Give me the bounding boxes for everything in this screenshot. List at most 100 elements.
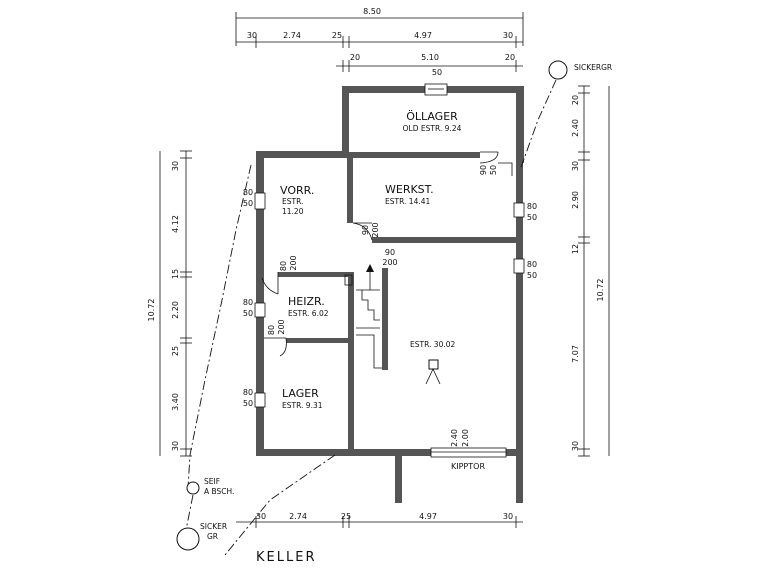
dim-top-row2-2: 5.10	[421, 53, 439, 62]
drainage	[176, 60, 568, 556]
door-werkst-width: 90	[361, 225, 370, 235]
room-werkst-sub: ESTR. 14.41	[385, 197, 430, 206]
seif-symbol	[186, 481, 200, 495]
room-vorr-sub2: 11.20	[282, 207, 304, 216]
opening-labels: 80 50 80 50 80 50 80 50 80 50 90 50 90 2…	[243, 165, 537, 471]
room-vorr-sub1: ESTR.	[282, 197, 303, 206]
room-main-sub: ESTR. 30.02	[410, 340, 455, 349]
window-b-height: 50	[243, 309, 253, 318]
dim-right-5: 12	[571, 244, 580, 254]
door-werkst-side-height: 200	[382, 258, 397, 267]
plan-title: KELLER	[256, 550, 316, 565]
dim-top-row1-1: 30	[247, 31, 257, 40]
dim-left-total: 10.72	[147, 299, 156, 322]
dim-right-7: 30	[571, 441, 580, 451]
door-heizr-top-width: 80	[279, 261, 288, 271]
dim-left-4: 2.20	[171, 301, 180, 319]
wall-bottom-right	[505, 449, 523, 456]
dim-bottom-1: 30	[256, 512, 266, 521]
dim-right-4: 2.90	[571, 191, 580, 209]
doors	[261, 151, 513, 357]
floor-drain-symbol	[428, 359, 439, 370]
door-werkst-height: 200	[371, 222, 380, 237]
dim-top-row1-4: 4.97	[414, 31, 432, 40]
wall-werkst-bottom	[372, 237, 523, 243]
dim-vent: 50	[432, 68, 442, 77]
dimension-texts: 8.50 30 2.74 25 4.97 30 20 5.10 20 50 30…	[147, 7, 605, 521]
window-d-height: 50	[527, 213, 537, 222]
dim-left-6: 3.40	[171, 393, 180, 411]
wall-oellager-top	[342, 86, 428, 93]
dim-right-1: 20	[571, 95, 580, 105]
door-heizr-side-width: 80	[267, 325, 276, 335]
room-heizr-name: HEIZR.	[288, 295, 325, 308]
door-werkst-swing	[352, 222, 373, 241]
dimension-lines	[159, 12, 610, 528]
dim-left-2: 4.12	[171, 215, 180, 233]
dim-right-2: 2.40	[571, 119, 580, 137]
drain-labels: SICKERGR SEIF A BSCH. SICKER GR	[200, 63, 612, 541]
window-b-width: 80	[243, 298, 253, 307]
sickergr-top-symbol	[548, 60, 568, 80]
dim-top-row1-2: 2.74	[283, 31, 301, 40]
door-heizr-side-height: 200	[277, 319, 286, 334]
room-lager-name: LAGER	[282, 387, 319, 400]
chimney	[344, 274, 353, 286]
window-c-height: 50	[243, 399, 253, 408]
gate-height: 2.00	[461, 429, 470, 447]
wall-oellager-right	[516, 86, 524, 163]
room-heizr-sub: ESTR. 6.02	[288, 309, 329, 318]
window-e-height: 50	[527, 271, 537, 280]
dim-bottom-5: 30	[503, 512, 513, 521]
dim-left-5: 25	[171, 346, 180, 356]
dim-top-total: 8.50	[363, 7, 381, 16]
dim-bottom-2: 2.74	[289, 512, 307, 521]
wall-oellager-left	[342, 86, 349, 158]
wall-stair	[382, 268, 388, 370]
door-vorr-swing	[498, 162, 513, 176]
room-lager-sub: ESTR. 9.31	[282, 401, 323, 410]
room-oellager-name: ÖLLAGER	[406, 110, 458, 123]
window-a-width: 80	[243, 188, 253, 197]
gate-width: 2.40	[450, 429, 459, 447]
dim-bottom-4: 4.97	[419, 512, 437, 521]
door-oellager-height: 50	[489, 165, 498, 175]
dim-right-total: 10.72	[596, 279, 605, 302]
dim-top-row2-1: 20	[350, 53, 360, 62]
dim-left-3: 15	[171, 269, 180, 279]
door-oellager-swing	[479, 151, 499, 164]
sicker-label: SICKER	[200, 522, 227, 531]
room-labels: ÖLLAGER OLD ESTR. 9.24 VORR. ESTR. 11.20…	[280, 110, 462, 410]
dim-right-6: 7.07	[571, 345, 580, 363]
sicker-gr-symbol	[176, 527, 200, 551]
sickergr-label: SICKERGR	[574, 63, 612, 72]
dim-left-7: 30	[171, 441, 180, 451]
dim-bottom-3: 25	[341, 512, 351, 521]
wall-heizr-top	[278, 272, 354, 277]
dim-left-1: 30	[171, 161, 180, 171]
windows	[254, 83, 525, 458]
wall-heizr-right	[348, 272, 354, 452]
wall-outer-top-left	[256, 151, 349, 158]
sicker-label-2: GR	[207, 532, 218, 541]
window-d-width: 80	[527, 202, 537, 211]
wall-stub-left	[395, 449, 402, 503]
dim-top-row1-5: 30	[503, 31, 513, 40]
wall-oellager-bottom	[342, 152, 480, 158]
seif-label-2: A BSCH.	[204, 487, 234, 496]
dim-right-3: 30	[571, 161, 580, 171]
dim-top-row1-3: 25	[332, 31, 342, 40]
wall-outer-bottom	[256, 449, 432, 456]
wall-heizr-bottom	[286, 338, 354, 343]
dim-top-row2-3: 20	[505, 53, 515, 62]
room-oellager-sub: OLD ESTR. 9.24	[403, 124, 462, 133]
room-vorr-name: VORR.	[280, 184, 314, 197]
wall-werkst-left	[347, 155, 353, 223]
door-oellager-width: 90	[479, 165, 488, 175]
door-heizr-top-height: 200	[289, 255, 298, 270]
wall-outer-right	[516, 160, 523, 503]
window-e-width: 80	[527, 260, 537, 269]
gate-label: KIPPTOR	[451, 462, 485, 471]
door-heizr-side-swing	[264, 337, 287, 357]
